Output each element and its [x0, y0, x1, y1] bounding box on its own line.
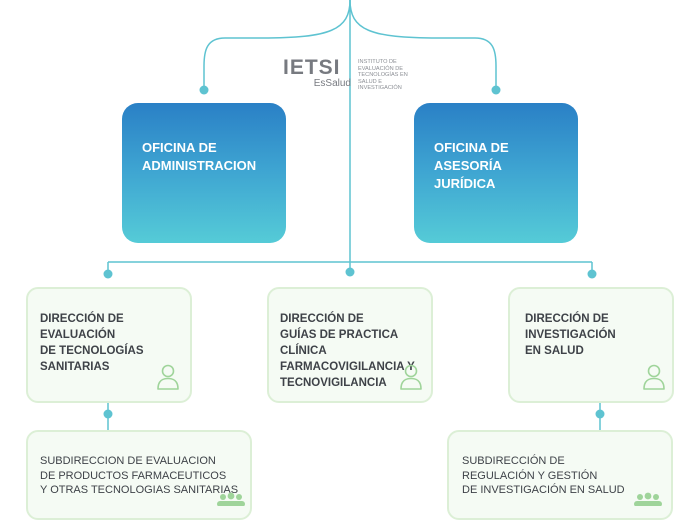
- group-icon: [217, 492, 245, 506]
- node-dot: [199, 85, 209, 95]
- branch-left-office: [203, 0, 351, 90]
- office-asesoria-juridica: OFICINA DE ASESORÍA JURÍDICA: [414, 103, 578, 243]
- logo-org: EsSalud: [313, 78, 351, 89]
- node-dot: [587, 269, 597, 279]
- node-dot: [103, 409, 113, 419]
- subdirection-evaluacion-productos: SUBDIRECCION DE EVALUACION DE PRODUCTOS …: [26, 430, 252, 520]
- direction-guias-practica-clinica: DIRECCIÓN DE GUÍAS DE PRACTICA CLÍNICA F…: [267, 287, 433, 403]
- office-administracion: OFICINA DE ADMINISTRACION: [122, 103, 286, 243]
- subdirection-regulacion-gestion: SUBDIRECCIÓN DE REGULACIÓN Y GESTIÓN DE …: [447, 430, 673, 520]
- direction-evaluacion-tecnologias: DIRECCIÓN DE EVALUACIÓN DE TECNOLOGÍAS S…: [26, 287, 192, 403]
- direction-investigacion-salud: DIRECCIÓN DE INVESTIGACIÓN EN SALUD: [508, 287, 674, 403]
- group-icon: [634, 492, 662, 506]
- user-icon: [157, 364, 179, 390]
- node-dot: [491, 85, 501, 95]
- user-icon: [400, 364, 422, 390]
- logo-description: INSTITUTO DE EVALUACIÓN DE TECNOLOGÍAS E…: [358, 59, 408, 92]
- org-chart-connectors: [103, 0, 605, 430]
- branch-right-office: [349, 0, 497, 90]
- node-dot: [345, 267, 355, 277]
- logo-name: IETSI: [283, 56, 341, 79]
- user-icon: [643, 364, 665, 390]
- node-dot: [103, 269, 113, 279]
- node-dot: [595, 409, 605, 419]
